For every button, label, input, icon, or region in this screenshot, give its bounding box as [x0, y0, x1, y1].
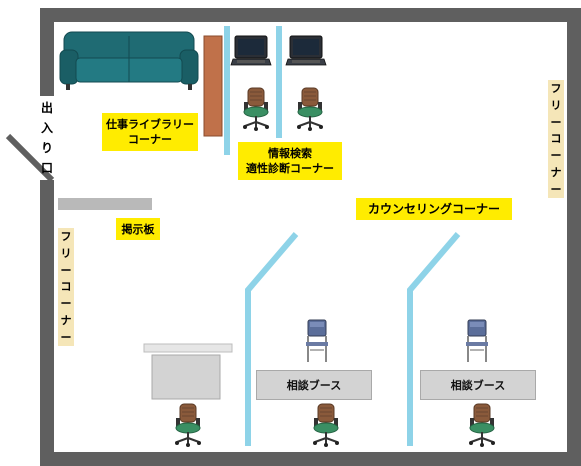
office-chair-icon: [174, 403, 202, 448]
free-corner-char: ー: [60, 297, 72, 311]
info-search-label-line-1: 情報検索: [268, 147, 312, 160]
bulletin-board: [58, 198, 152, 210]
free-corner-char: コ: [550, 132, 562, 146]
consultation-booth-2: 相談ブース: [420, 370, 536, 400]
office-chair-icon: [296, 87, 324, 132]
bulletin-board-label: 掲示板: [116, 218, 160, 240]
right-wall: [567, 8, 581, 466]
left-wall-upper: [40, 8, 54, 96]
free-corner-left-label: フ リ ー コ ー ナ ー: [58, 228, 74, 346]
free-corner-char: ー: [60, 330, 72, 344]
free-corner-char: フ: [60, 229, 72, 243]
job-library-label-line-1: 仕事ライブラリー: [106, 118, 194, 131]
bulletin-board-text: 掲示板: [121, 222, 155, 236]
booth-2-label: 相談ブース: [450, 379, 506, 392]
free-corner-char: リ: [60, 246, 72, 260]
desk-top: [143, 343, 233, 353]
entrance-label: 出 入 り 口: [40, 98, 54, 178]
laptop-icon: [285, 35, 327, 66]
top-wall: [40, 8, 581, 22]
entrance-door: [5, 133, 55, 183]
job-library-label: 仕事ライブラリー コーナー: [102, 113, 198, 151]
partition-4: [407, 232, 461, 446]
free-corner-char: フ: [550, 81, 562, 95]
sofa-icon: [59, 31, 199, 90]
booth-1-label: 相談ブース: [286, 379, 342, 392]
counseling-corner-text: カウンセリングコーナー: [367, 201, 500, 216]
free-corner-char: ナ: [550, 166, 562, 180]
counseling-corner-label: カウンセリングコーナー: [356, 198, 512, 220]
job-library-label-line-2: コーナー: [128, 133, 172, 146]
free-corner-char: ー: [550, 115, 562, 129]
entrance-char: 口: [40, 160, 53, 175]
bookshelf-icon: [203, 35, 223, 137]
left-wall-lower: [40, 180, 54, 466]
free-corner-right-label: フ リ ー コ ー ナ ー: [548, 80, 564, 198]
office-chair-icon: [242, 87, 270, 132]
info-search-label: 情報検索 適性診断コーナー: [238, 142, 342, 180]
free-corner-char: ー: [550, 149, 562, 163]
entrance-char: り: [40, 140, 53, 155]
laptop-icon: [230, 35, 272, 66]
free-corner-char: ー: [550, 182, 562, 196]
entrance-char: 出: [40, 100, 53, 115]
desk-icon: [151, 354, 221, 400]
free-corner-char: ナ: [60, 314, 72, 328]
entrance-char: 入: [40, 120, 53, 135]
free-corner-char: コ: [60, 280, 72, 294]
free-corner-char: ー: [60, 263, 72, 277]
folding-chair-icon: [465, 319, 489, 363]
info-search-label-line-2: 適性診断コーナー: [246, 162, 334, 175]
office-chair-icon: [312, 403, 340, 448]
office-chair-icon: [468, 403, 496, 448]
free-corner-char: リ: [550, 98, 562, 112]
bottom-wall: [40, 452, 581, 466]
folding-chair-icon: [305, 319, 329, 363]
partition-3: [245, 232, 299, 446]
consultation-booth-1: 相談ブース: [256, 370, 372, 400]
